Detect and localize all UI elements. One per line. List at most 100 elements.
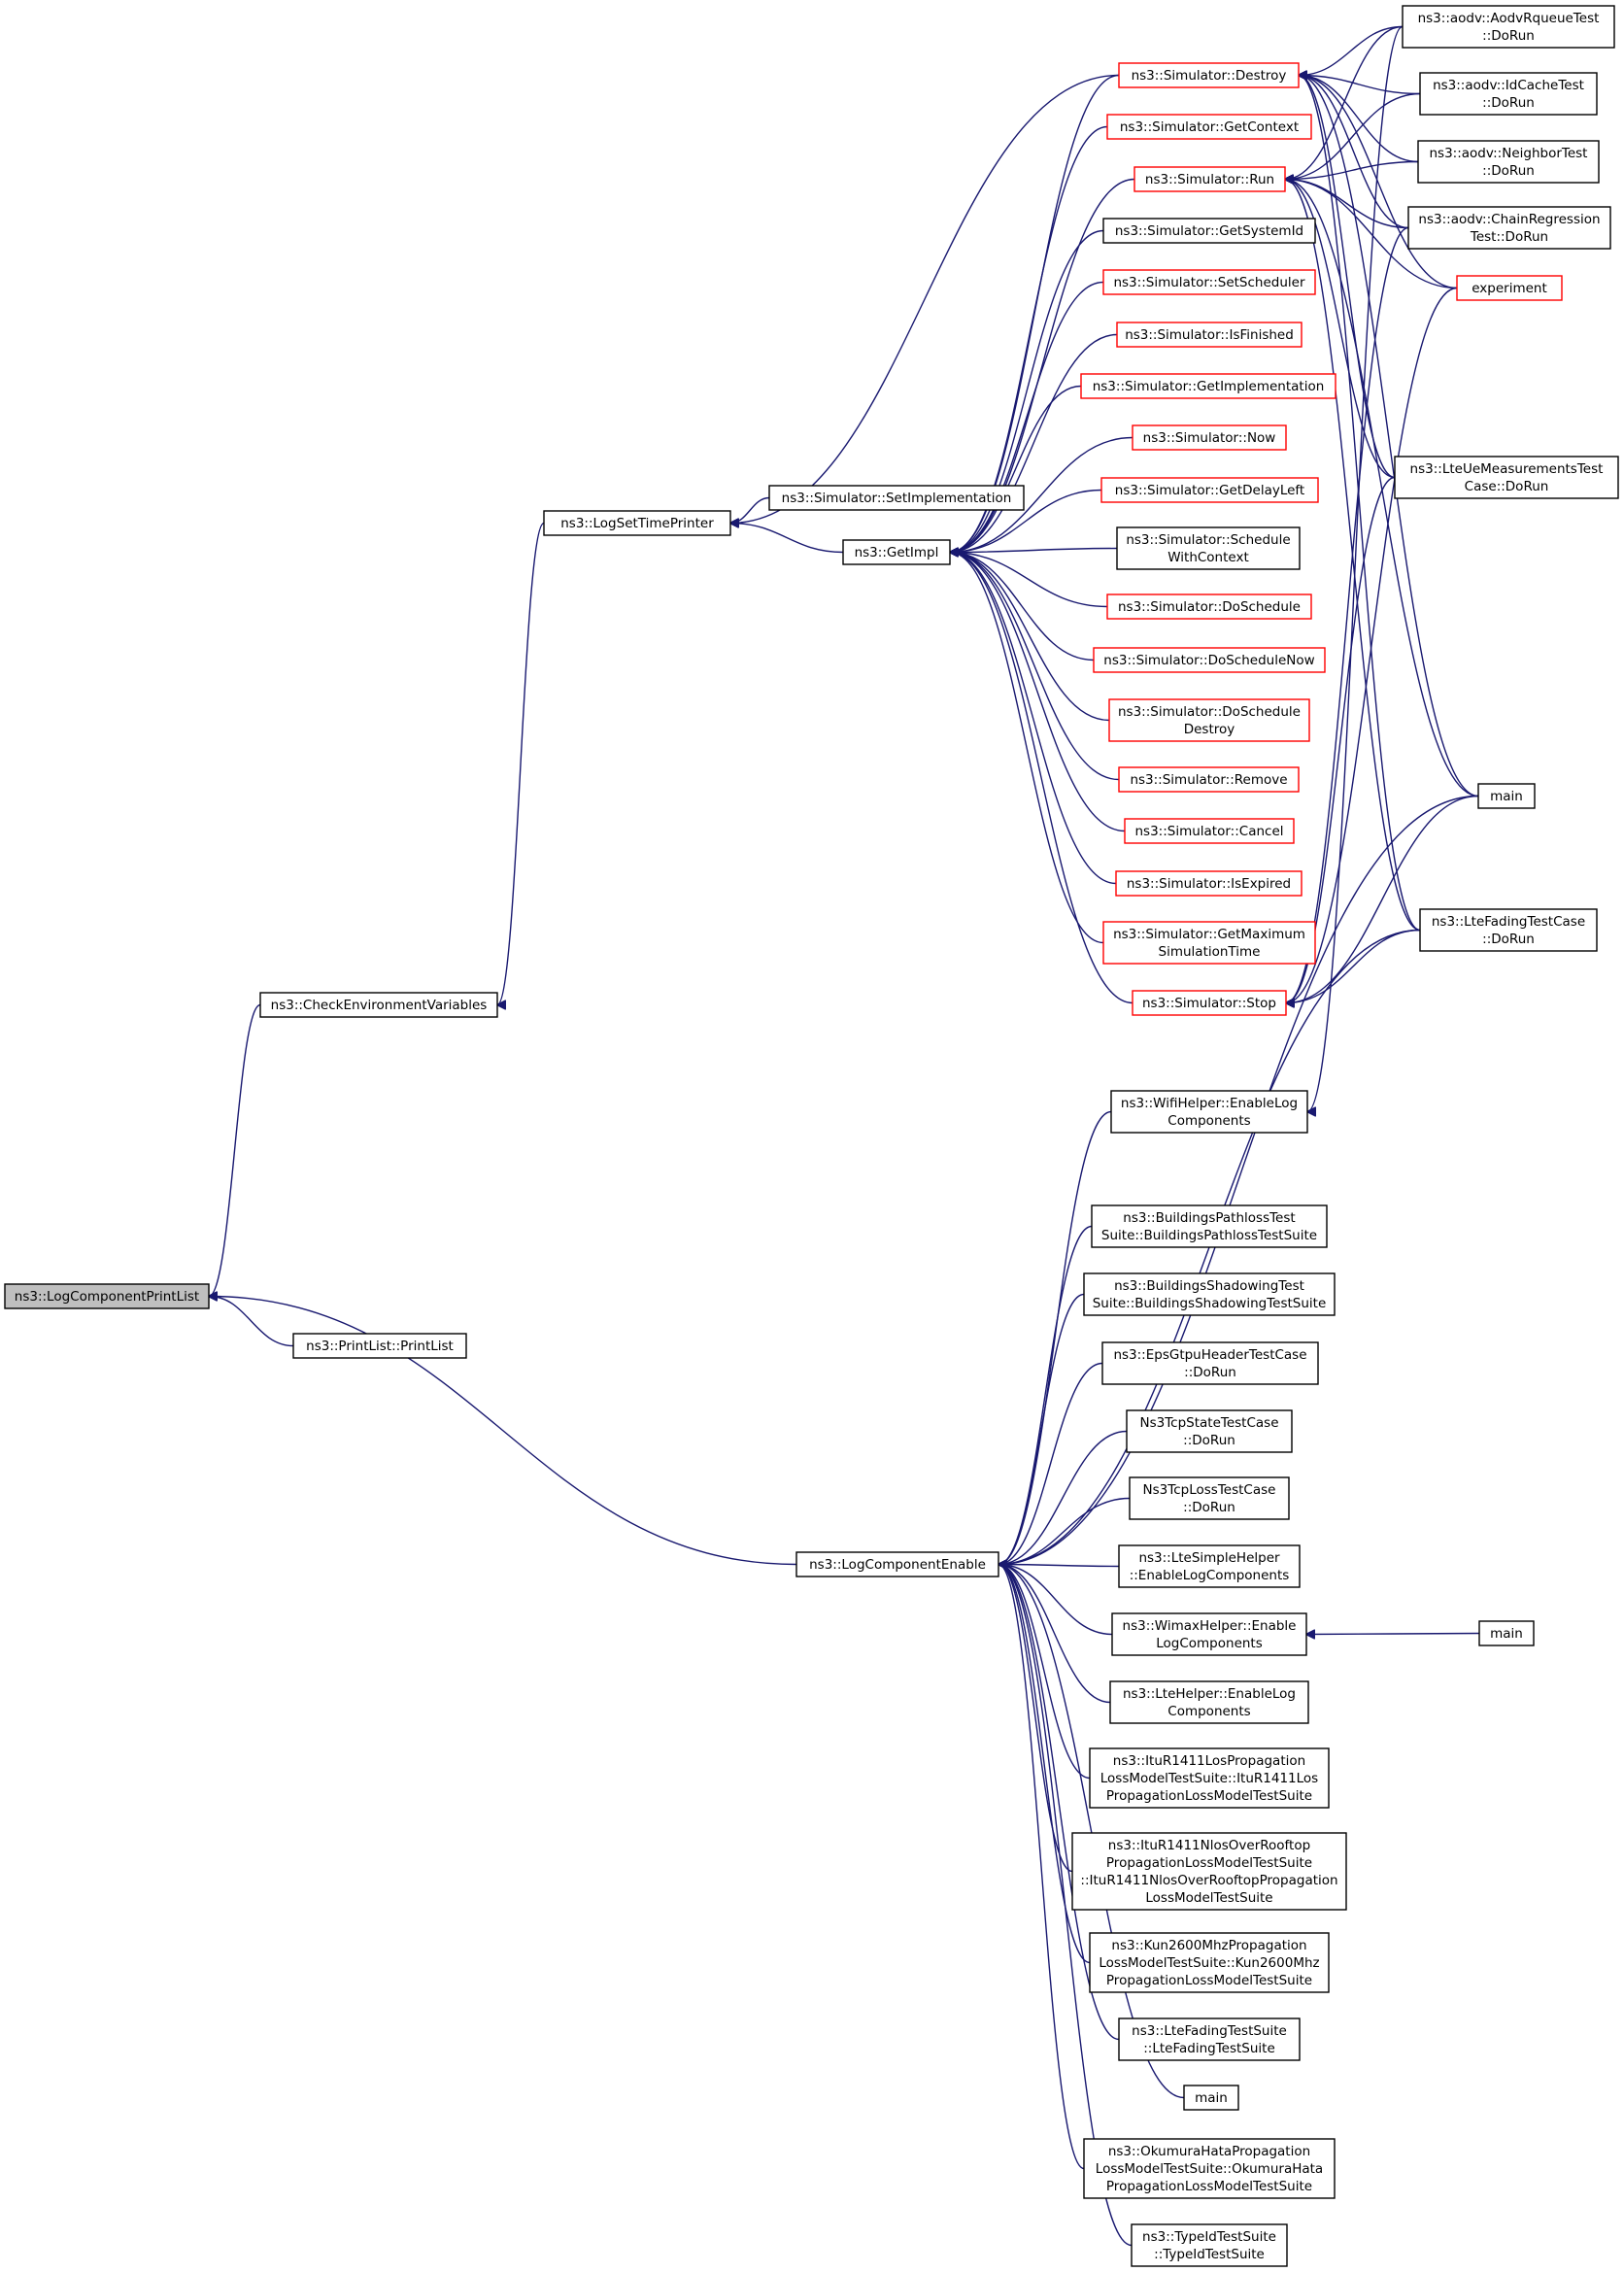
edge-getimpl-to-logsettp [730, 524, 844, 554]
node-label: ns3::Simulator::Remove [1130, 772, 1287, 788]
node-label: ::DoRun [1184, 1365, 1236, 1380]
edge-setimpl-to-logsettp [730, 496, 770, 524]
node-aodvrq[interactable]: ns3::aodv::AodvRqueueTest::DoRun [1402, 5, 1615, 49]
node-label: ns3::LogComponentPrintList [15, 1289, 199, 1305]
node-experiment[interactable]: experiment [1456, 275, 1563, 301]
node-main1[interactable]: main [1477, 783, 1536, 809]
node-label: LossModelTestSuite [1145, 1890, 1272, 1906]
node-getimpl[interactable]: ns3::GetImpl [842, 539, 951, 565]
node-kun[interactable]: ns3::Kun2600MhzPropagationLossModelTestS… [1089, 1932, 1330, 1993]
node-wifihelper[interactable]: ns3::WifiHelper::EnableLogComponents [1110, 1090, 1308, 1134]
node-label: ns3::GetImpl [855, 545, 939, 560]
node-box [1126, 1409, 1293, 1453]
edge-typeid-to-logcompenable [998, 1565, 1133, 2247]
node-box [259, 992, 498, 1018]
node-itulos[interactable]: ns3::ItuR1411LosPropagationLossModelTest… [1089, 1747, 1330, 1809]
node-now[interactable]: ns3::Simulator::Now [1132, 424, 1287, 451]
node-label: ns3::aodv::ChainRegression [1418, 212, 1600, 227]
edge-bldshad-to-logcompenable [998, 1293, 1085, 1565]
node-main2[interactable]: main [1478, 1620, 1535, 1646]
node-label: Components [1167, 1704, 1250, 1719]
edge-kun-to-logcompenable [998, 1565, 1091, 1964]
node-label: PropagationLossModelTestSuite [1106, 2179, 1312, 2194]
node-bldshad[interactable]: ns3::BuildingsShadowingTestSuite::Buildi… [1083, 1272, 1336, 1316]
edge-main1-to-logcompenable [998, 795, 1479, 1565]
node-epsgtpu[interactable]: ns3::EpsGtpuHeaderTestCase::DoRun [1101, 1341, 1319, 1385]
node-ns3tcploss[interactable]: Ns3TcpLossTestCase::DoRun [1129, 1476, 1290, 1520]
node-label: ns3::LteFadingTestCase [1432, 914, 1585, 930]
node-getsysid[interactable]: ns3::Simulator::GetSystemId [1102, 218, 1316, 244]
node-stop[interactable]: ns3::Simulator::Stop [1132, 990, 1287, 1016]
node-bldpath[interactable]: ns3::BuildingsPathlossTestSuite::Buildin… [1091, 1204, 1328, 1248]
node-ltefadingtc[interactable]: ns3::LteFadingTestCase::DoRun [1419, 908, 1598, 952]
edge-now-to-getimpl [950, 436, 1133, 553]
edge-printlist-to-root [209, 1297, 294, 1347]
node-okumura[interactable]: ns3::OkumuraHataPropagationLossModelTest… [1083, 2138, 1336, 2199]
node-cancel[interactable]: ns3::Simulator::Cancel [1124, 818, 1295, 844]
node-ltefadingts[interactable]: ns3::LteFadingTestSuite::LteFadingTestSu… [1118, 2018, 1301, 2061]
edge-itulos-to-logcompenable [998, 1565, 1091, 1780]
node-printlist[interactable]: ns3::PrintList::PrintList [292, 1333, 467, 1359]
node-main3[interactable]: main [1183, 2085, 1239, 2111]
edge-doschedulenow-to-getimpl [950, 553, 1095, 661]
node-box [1419, 908, 1598, 952]
edge-getmaxsim-to-getimpl [950, 553, 1104, 944]
node-isfinished[interactable]: ns3::Simulator::IsFinished [1116, 322, 1303, 348]
node-setsched[interactable]: ns3::Simulator::SetScheduler [1102, 269, 1316, 295]
node-label: ns3::Simulator::GetContext [1120, 119, 1299, 135]
node-label: ns3::Simulator::DoSchedule [1118, 599, 1301, 615]
node-box [1124, 818, 1295, 844]
node-label: ::TypeIdTestSuite [1154, 2247, 1265, 2262]
node-root[interactable]: ns3::LogComponentPrintList [4, 1283, 210, 1309]
node-aodvidc[interactable]: ns3::aodv::IdCacheTest::DoRun [1419, 72, 1598, 116]
node-aodvnb[interactable]: ns3::aodv::NeighborTest::DoRun [1417, 140, 1600, 184]
node-label: ::DoRun [1482, 28, 1535, 44]
node-isexpired[interactable]: ns3::Simulator::IsExpired [1115, 870, 1303, 897]
node-ns3tcpstate[interactable]: Ns3TcpStateTestCase::DoRun [1126, 1409, 1293, 1453]
node-wimax[interactable]: ns3::WimaxHelper::EnableLogComponents [1111, 1612, 1307, 1656]
node-label: SimulationTime [1159, 944, 1261, 960]
node-getimplementation[interactable]: ns3::Simulator::GetImplementation [1080, 373, 1336, 399]
node-doschedulenow[interactable]: ns3::Simulator::DoScheduleNow [1093, 647, 1326, 673]
node-ltehelper[interactable]: ns3::LteHelper::EnableLogComponents [1109, 1680, 1309, 1724]
node-box [1101, 1341, 1319, 1385]
node-getcontext[interactable]: ns3::Simulator::GetContext [1106, 114, 1312, 140]
node-box [1402, 5, 1615, 49]
node-label: Case::DoRun [1465, 479, 1549, 494]
node-label: ns3::Simulator::DoScheduleNow [1103, 653, 1314, 668]
node-remove[interactable]: ns3::Simulator::Remove [1118, 766, 1300, 793]
node-box [1132, 424, 1287, 451]
node-box [1118, 1544, 1301, 1588]
node-setimpl[interactable]: ns3::Simulator::SetImplementation [768, 485, 1025, 511]
edge-aodvchain-to-destroy [1299, 76, 1409, 229]
node-box [1115, 870, 1303, 897]
edge-logcompenable-to-root [209, 1297, 797, 1566]
node-label: LossModelTestSuite::ItuR1411Los [1100, 1771, 1318, 1786]
node-doschedule[interactable]: ns3::Simulator::DoSchedule [1106, 593, 1312, 620]
node-typeid[interactable]: ns3::TypeIdTestSuite::TypeIdTestSuite [1131, 2223, 1288, 2267]
edge-stop-to-getimpl [950, 553, 1133, 1004]
node-box [1407, 206, 1611, 250]
node-box [1110, 1090, 1308, 1134]
node-box [543, 510, 731, 536]
node-destroy[interactable]: ns3::Simulator::Destroy [1118, 62, 1300, 88]
edge-okumura-to-logcompenable [998, 1565, 1085, 2170]
node-logsettp[interactable]: ns3::LogSetTimePrinter [543, 510, 731, 536]
node-checkenv[interactable]: ns3::CheckEnvironmentVariables [259, 992, 498, 1018]
node-label: Suite::BuildingsPathlossTestSuite [1101, 1228, 1317, 1243]
node-label: ns3::Kun2600MhzPropagation [1111, 1938, 1306, 1953]
node-getdelayleft[interactable]: ns3::Simulator::GetDelayLeft [1100, 477, 1319, 503]
edge-experiment-to-run [1285, 180, 1458, 289]
node-label: ns3::Simulator::Cancel [1134, 824, 1283, 839]
node-itunlos[interactable]: ns3::ItuR1411NlosOverRooftopPropagationL… [1071, 1832, 1347, 1911]
node-box [795, 1551, 999, 1577]
node-box [1100, 477, 1319, 503]
node-ltesimple[interactable]: ns3::LteSimpleHelper::EnableLogComponent… [1118, 1544, 1301, 1588]
node-logcompenable[interactable]: ns3::LogComponentEnable [795, 1551, 999, 1577]
node-run[interactable]: ns3::Simulator::Run [1133, 166, 1286, 192]
